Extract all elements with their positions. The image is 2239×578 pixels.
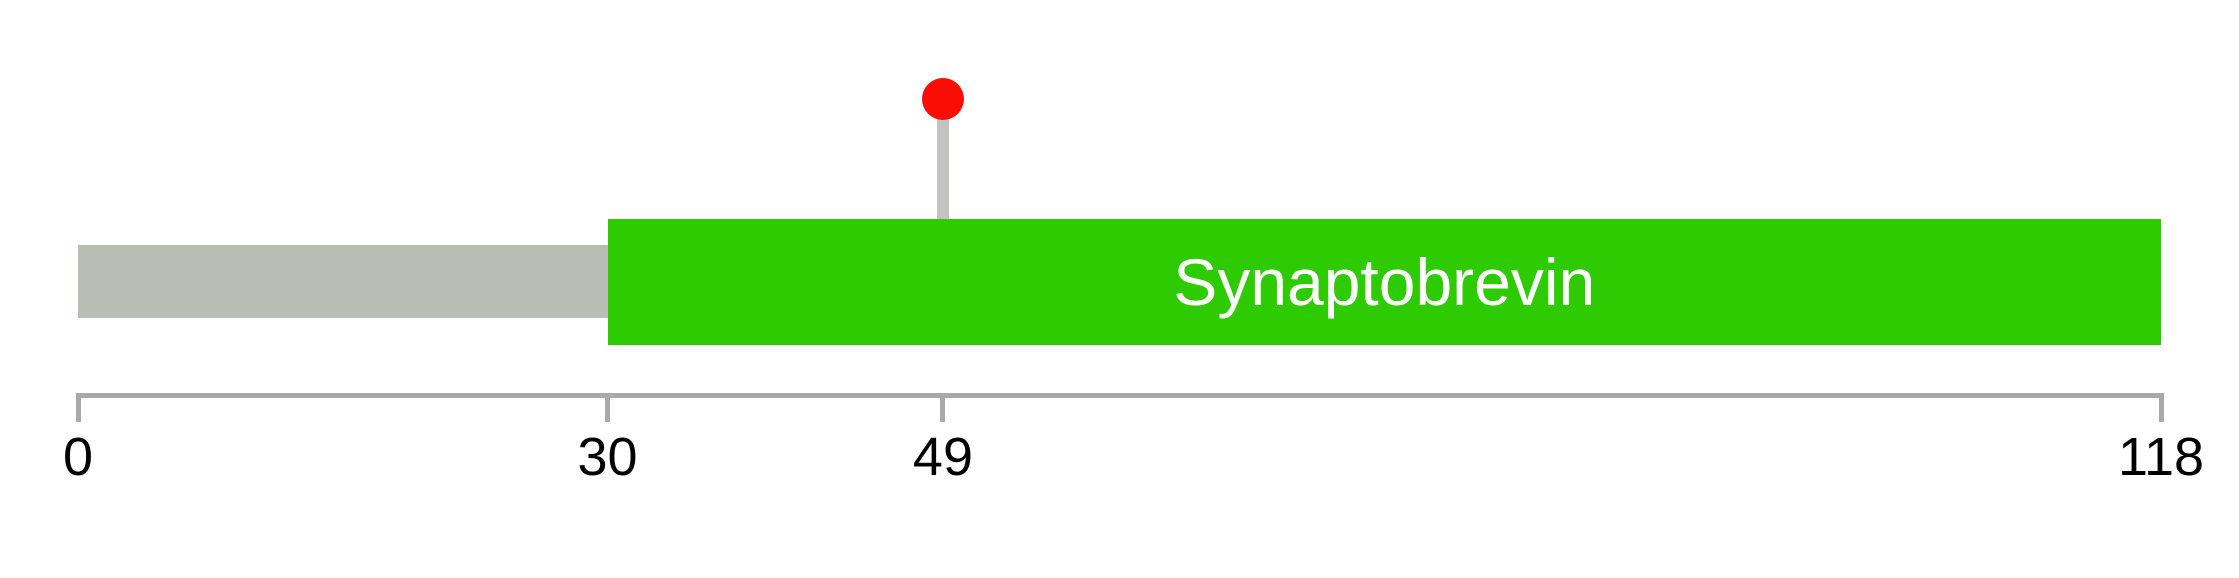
axis-tick bbox=[605, 393, 611, 422]
lollipop-stem bbox=[936, 108, 949, 219]
axis-tick bbox=[940, 393, 946, 422]
protein-domain[interactable]: Synaptobrevin bbox=[607, 219, 2161, 345]
axis-tick-label: 0 bbox=[62, 427, 94, 487]
mutation-marker[interactable] bbox=[921, 78, 964, 120]
axis-tick-label: 118 bbox=[2117, 427, 2205, 487]
axis-tick bbox=[2158, 393, 2164, 422]
x-axis-line bbox=[75, 393, 2164, 398]
domain-label: Synaptobrevin bbox=[1173, 245, 1596, 319]
axis-tick-label: 30 bbox=[577, 427, 638, 487]
axis-tick bbox=[75, 393, 81, 422]
axis-tick-label: 49 bbox=[912, 427, 974, 487]
